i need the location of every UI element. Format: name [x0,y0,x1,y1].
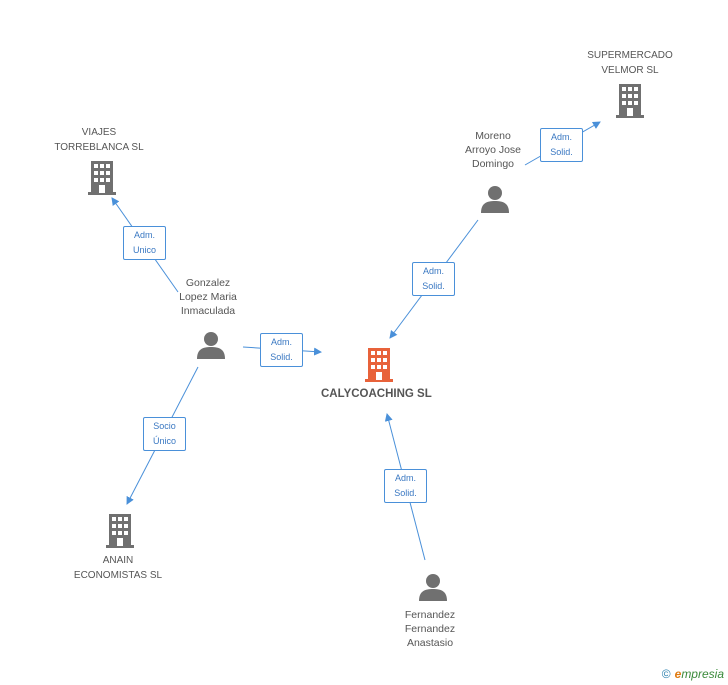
company-anain-name[interactable]: ANAIN ECONOMISTAS SL [73,555,163,581]
main-company-building-icon[interactable] [363,348,395,382]
person-fernandez-name[interactable]: Fernandez Fernandez Anastasio [404,609,456,649]
person-moreno-icon[interactable] [480,184,510,214]
relation-label-moreno-main: Adm. Solid. [412,262,455,296]
person-gonzalez-icon[interactable] [196,330,226,360]
relation-label-gonzalez-anain: Socio Único [143,417,186,451]
relation-label-gonzalez-viajes: Adm. Unico [123,226,166,260]
main-company-name[interactable]: CALYCOACHING SL [321,388,432,400]
company-supermercado-building-icon[interactable] [614,84,646,118]
brand-logo-text: mpresia [681,667,724,681]
relation-label-moreno-supermercado: Adm. Solid. [540,128,583,162]
company-supermercado-name[interactable]: SUPERMERCADO VELMOR SL [587,50,673,76]
person-moreno-name[interactable]: Moreno Arroyo Jose Domingo [464,130,522,170]
person-gonzalez-name[interactable]: Gonzalez Lopez Maria Inmaculada [179,277,237,317]
company-viajes-building-icon[interactable] [86,161,118,195]
brand-logo-initial: e [674,667,682,681]
brand-footer[interactable]: ©empresia [662,667,724,681]
person-fernandez-icon[interactable] [418,572,448,602]
relation-label-fernandez-main: Adm. Solid. [384,469,427,503]
company-viajes-name[interactable]: VIAJES TORREBLANCA SL [54,127,144,153]
copyright-symbol: © [661,667,671,681]
company-anain-building-icon[interactable] [104,514,136,548]
relation-label-gonzalez-main: Adm. Solid. [260,333,303,367]
